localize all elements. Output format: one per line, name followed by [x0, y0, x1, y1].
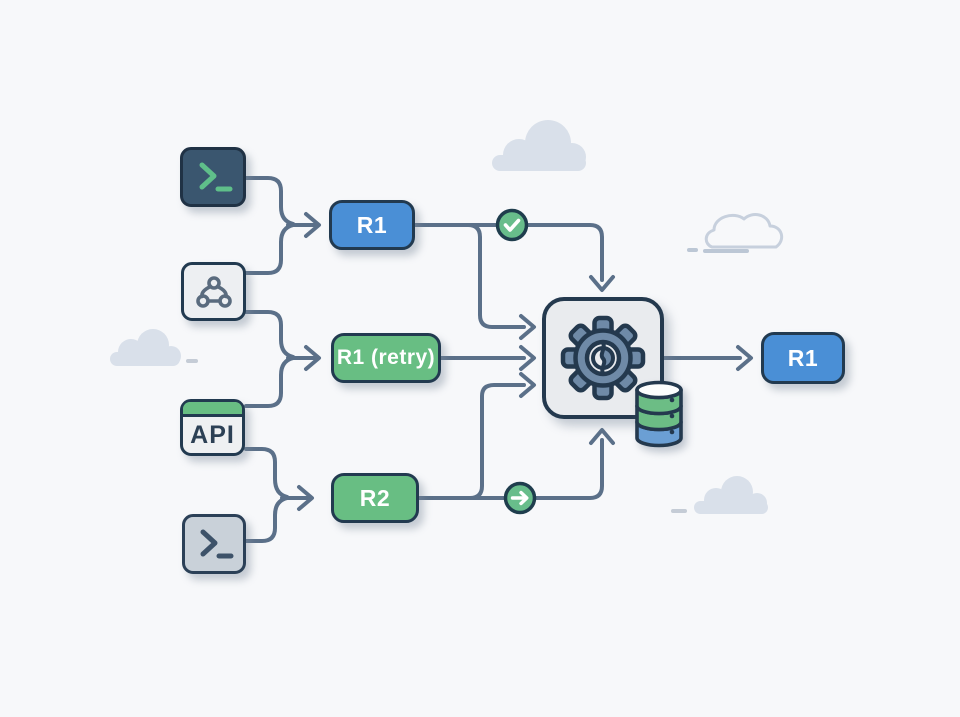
arrowhead-processor-left-2 — [519, 345, 536, 371]
arrow-right-icon — [510, 490, 529, 506]
edge-r1-branch-to-processor-left — [466, 223, 526, 329]
api-label: API — [190, 420, 235, 449]
edge-terminal-top-to-r1 — [244, 176, 295, 226]
api-header-bar — [183, 402, 242, 417]
cloud-top-right — [704, 213, 784, 249]
arrowhead-into-output — [736, 345, 753, 371]
cloud-left — [110, 329, 181, 366]
webhook-icon — [195, 275, 232, 308]
request-r2-node: R2 — [331, 473, 419, 523]
arrowhead-into-r2 — [297, 485, 314, 511]
check-icon — [503, 218, 521, 232]
arrowhead-into-r1 — [304, 212, 321, 238]
arrowhead-processor-top — [589, 275, 615, 292]
arrowhead-processor-left-1 — [519, 314, 536, 340]
database-icon — [635, 380, 683, 448]
arrowhead-processor-bottom — [589, 428, 615, 445]
edge-terminal-bottom-to-r2 — [244, 496, 289, 543]
edge-api-to-r2 — [244, 447, 289, 499]
output-r1-label: R1 — [787, 344, 819, 371]
api-node: API — [180, 399, 245, 456]
request-r1-node: R1 — [329, 200, 415, 250]
forward-badge — [503, 481, 537, 515]
arrowhead-into-retry — [304, 345, 321, 371]
terminal-top-node — [180, 147, 246, 207]
webhook-node — [181, 262, 246, 321]
wind-dashes-top-right — [687, 248, 749, 253]
terminal-bottom-node — [182, 514, 246, 574]
terminal-icon — [200, 529, 234, 559]
request-r2-label: R2 — [359, 484, 391, 511]
edge-webhook-to-r1 — [244, 223, 295, 275]
cloud-top-middle — [492, 120, 586, 171]
request-r1-label: R1 — [356, 211, 388, 238]
edge-r2-branch-to-processor-left — [468, 383, 526, 500]
cloud-bottom-right — [694, 476, 768, 514]
terminal-icon — [199, 162, 233, 192]
edge-webhook-to-retry — [244, 310, 295, 359]
edge-r2-to-processor-bottom — [417, 438, 604, 500]
arrowhead-processor-left-3 — [519, 372, 536, 398]
request-r1-retry-node: R1 (retry) — [331, 333, 441, 383]
request-r1-retry-label: R1 (retry) — [336, 346, 436, 369]
gear-icon — [560, 315, 646, 401]
success-badge — [495, 208, 529, 242]
output-r1-node: R1 — [761, 332, 845, 384]
edge-api-to-retry — [244, 356, 295, 408]
edge-r1-to-processor-top — [413, 223, 604, 282]
